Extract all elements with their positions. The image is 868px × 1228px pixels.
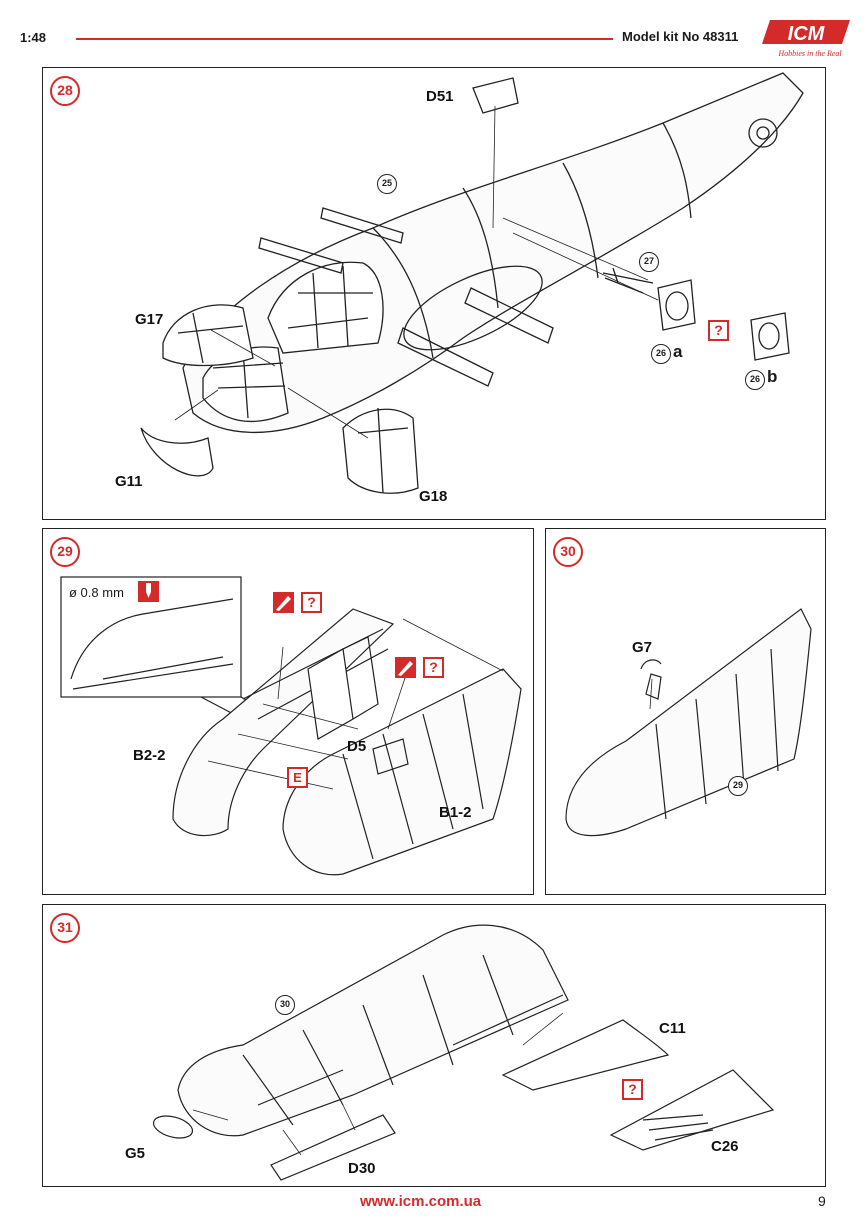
part-d30: D30 <box>348 1160 376 1177</box>
part-c11: C11 <box>659 1020 686 1037</box>
glue-icon-2 <box>395 657 416 678</box>
ref-step-29: 29 <box>728 776 748 796</box>
page-number: 9 <box>818 1193 826 1209</box>
step-30-number: 30 <box>553 537 583 567</box>
option-e-box: E <box>287 767 308 788</box>
part-g18: G18 <box>419 488 448 505</box>
part-c26: C26 <box>711 1138 739 1155</box>
drill-icon <box>138 581 159 602</box>
part-b2-2: B2-2 <box>133 747 166 764</box>
ref-step-30: 30 <box>275 995 295 1015</box>
part-d51: D51 <box>426 88 454 105</box>
ref-step-26b-suffix: b <box>767 367 778 386</box>
scale-label: 1:48 <box>20 30 47 45</box>
header-rule <box>76 38 613 40</box>
part-g11: G11 <box>115 473 143 490</box>
logo-text: ICM <box>788 23 826 45</box>
part-g5: G5 <box>125 1145 146 1162</box>
ref-step-26b: 26 <box>745 370 765 390</box>
ref-step-26a: 26 <box>651 344 671 364</box>
logo-tagline: Hobbies in the Real <box>777 49 842 58</box>
step-31-number: 31 <box>50 913 80 943</box>
step-28-panel: 28 D51 G17 G11 G18 25 27 26 a 26 b ? <box>42 67 826 520</box>
ref-step-26a-suffix: a <box>673 342 683 361</box>
part-g7: G7 <box>632 639 653 656</box>
glue-icon <box>273 592 294 613</box>
option-question-box-1: ? <box>301 592 322 613</box>
wing-gear-drawing <box>565 608 812 837</box>
kit-number: Model kit No 48311 <box>622 29 739 44</box>
part-d5: D5 <box>347 738 367 755</box>
drill-diameter-note: ø 0.8 mm <box>69 585 124 600</box>
fuselage-assembly-drawing <box>140 72 804 494</box>
option-question-box: ? <box>708 320 729 341</box>
option-question-box: ? <box>622 1079 643 1100</box>
step-30-panel: 30 G7 29 <box>545 528 826 895</box>
part-b1-2: B1-2 <box>439 804 472 821</box>
ref-step-27: 27 <box>639 252 659 272</box>
step-31-panel: 31 30 C11 ? G5 D30 C26 <box>42 904 826 1187</box>
option-question-box-2: ? <box>423 657 444 678</box>
part-g17: G17 <box>135 311 164 328</box>
flaps-assembly-drawing <box>152 924 775 1181</box>
ref-step-25: 25 <box>377 174 397 194</box>
step-29-number: 29 <box>50 537 80 567</box>
step-29-panel: 29 ø 0.8 mm ? ? E B2-2 D5 B1-2 <box>42 528 534 895</box>
icm-logo: ICM Hobbies in the Real <box>760 14 856 62</box>
wing-assembly-drawing <box>60 576 522 876</box>
website-link[interactable]: www.icm.com.ua <box>360 1193 482 1210</box>
step-28-number: 28 <box>50 76 80 106</box>
